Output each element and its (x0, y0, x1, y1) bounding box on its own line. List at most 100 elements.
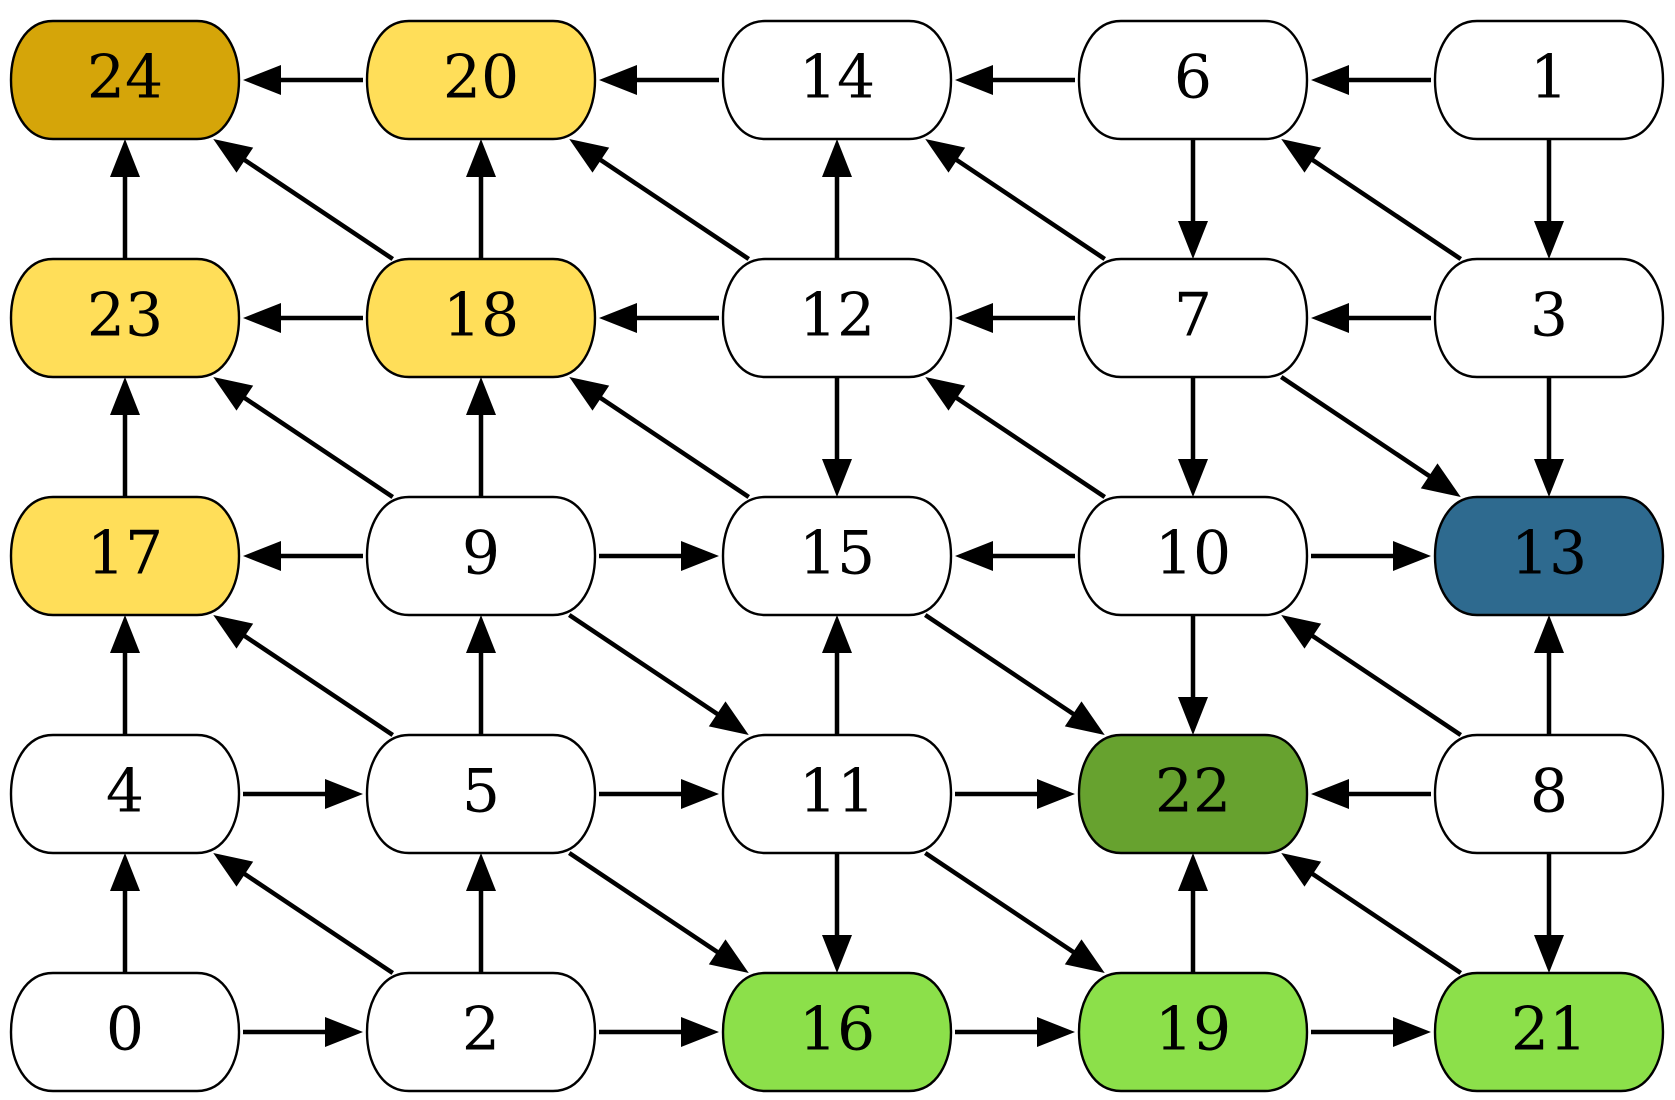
node-18: 18 (365, 257, 597, 379)
node-label: 20 (443, 43, 519, 113)
edges-layer (110, 65, 1564, 1047)
edge-line (568, 851, 721, 955)
edge-line (924, 851, 1077, 955)
arrowhead-icon (708, 701, 749, 735)
node-shape (1433, 733, 1665, 855)
edge-4-to-5 (243, 779, 363, 809)
edge-18-to-24 (213, 139, 394, 261)
edge-line (241, 157, 394, 261)
edge-line (568, 613, 721, 717)
node-shape (721, 19, 953, 141)
node-shape (1433, 19, 1665, 141)
edge-line (241, 871, 394, 975)
arrowhead-icon (681, 779, 719, 809)
edge-1-to-6 (1311, 65, 1431, 95)
edge-23-to-24 (110, 139, 140, 259)
node-label: 22 (1155, 757, 1231, 827)
arrowhead-icon (466, 377, 496, 415)
node-2: 2 (365, 971, 597, 1093)
arrowhead-icon (1178, 459, 1208, 497)
node-14: 14 (721, 19, 953, 141)
node-label: 9 (462, 519, 500, 589)
arrowhead-icon (325, 779, 363, 809)
edge-line (1309, 157, 1462, 261)
edge-9-to-17 (243, 541, 363, 571)
edge-6-to-14 (955, 65, 1075, 95)
node-label: 7 (1174, 281, 1212, 351)
node-24: 24 (9, 19, 241, 141)
node-shape (721, 971, 953, 1093)
node-label: 12 (799, 281, 875, 351)
edge-19-to-21 (1311, 1017, 1431, 1047)
edge-10-to-12 (925, 377, 1106, 499)
arrowhead-icon (1281, 139, 1322, 173)
edge-5-to-17 (213, 615, 394, 737)
arrowhead-icon (822, 935, 852, 973)
arrowhead-icon (1393, 541, 1431, 571)
arrowhead-icon (110, 139, 140, 177)
arrowhead-icon (325, 1017, 363, 1047)
node-label: 13 (1511, 519, 1587, 589)
node-label: 17 (87, 519, 163, 589)
arrowhead-icon (569, 139, 610, 173)
edge-18-to-23 (243, 303, 363, 333)
edge-5-to-16 (568, 851, 749, 973)
edge-12-to-18 (599, 303, 719, 333)
node-shape (1433, 257, 1665, 379)
edge-2-to-4 (213, 853, 394, 975)
arrowhead-icon (1311, 65, 1349, 95)
arrowhead-icon (955, 303, 993, 333)
node-shape (1077, 495, 1309, 617)
edge-0-to-4 (110, 853, 140, 973)
arrowhead-icon (1311, 779, 1349, 809)
node-16: 16 (721, 971, 953, 1093)
edge-line (953, 395, 1106, 499)
edge-line (1309, 633, 1462, 737)
node-21: 21 (1433, 971, 1665, 1093)
edge-11-to-19 (924, 851, 1105, 973)
node-label: 24 (87, 43, 163, 113)
node-12: 12 (721, 257, 953, 379)
arrowhead-icon (1281, 853, 1322, 887)
arrowhead-icon (1534, 221, 1564, 259)
node-shape (365, 19, 597, 141)
edge-line (597, 157, 750, 261)
arrowhead-icon (243, 541, 281, 571)
node-label: 5 (462, 757, 500, 827)
node-15: 15 (721, 495, 953, 617)
node-label: 16 (799, 995, 875, 1065)
node-shape (1433, 971, 1665, 1093)
node-shape (721, 733, 953, 855)
node-label: 1 (1530, 43, 1568, 113)
node-label: 10 (1155, 519, 1231, 589)
arrowhead-icon (1311, 303, 1349, 333)
arrowhead-icon (1064, 701, 1105, 735)
edge-7-to-14 (925, 139, 1106, 261)
node-shape (365, 733, 597, 855)
node-label: 11 (799, 757, 875, 827)
node-0: 0 (9, 971, 241, 1093)
node-shape (365, 971, 597, 1093)
arrowhead-icon (110, 853, 140, 891)
node-11: 11 (721, 733, 953, 855)
edge-3-to-6 (1281, 139, 1462, 261)
node-5: 5 (365, 733, 597, 855)
node-shape (9, 495, 241, 617)
node-9: 9 (365, 495, 597, 617)
node-shape (721, 257, 953, 379)
node-3: 3 (1433, 257, 1665, 379)
arrowhead-icon (822, 459, 852, 497)
node-10: 10 (1077, 495, 1309, 617)
node-shape (365, 495, 597, 617)
arrowhead-icon (569, 377, 610, 411)
node-shape (9, 19, 241, 141)
edge-8-to-22 (1311, 779, 1431, 809)
node-4: 4 (9, 733, 241, 855)
node-label: 8 (1530, 757, 1568, 827)
edge-11-to-22 (955, 779, 1075, 809)
node-label: 4 (106, 757, 144, 827)
edge-12-to-20 (569, 139, 750, 261)
edge-10-to-22 (1178, 615, 1208, 735)
edge-7-to-12 (955, 303, 1075, 333)
